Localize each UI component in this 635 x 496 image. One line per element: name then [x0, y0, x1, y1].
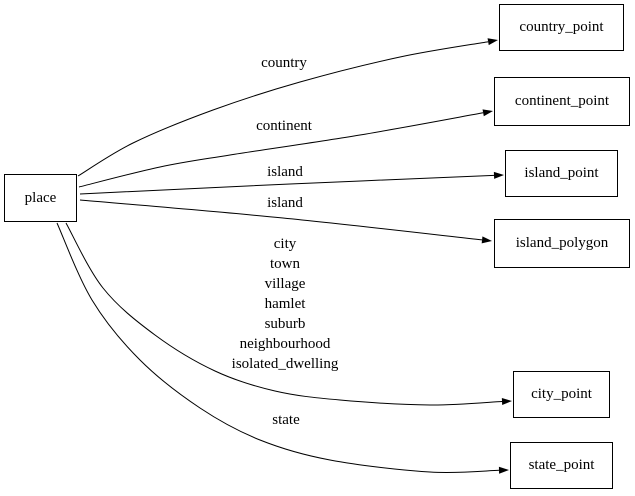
arrowhead-icon-state_point — [498, 466, 509, 474]
edge-place-to-country_point — [77, 41, 489, 177]
node-label-place: place — [24, 189, 57, 206]
edge-label-place-to-city_point: city town village hamlet suburb neighbou… — [231, 236, 339, 372]
arrowhead-icon-continent_point — [482, 109, 493, 117]
arrowhead-icon-country_point — [487, 38, 498, 46]
edge-label-place-to-continent_point: continent — [256, 118, 312, 134]
node-label-island_point: island_point — [524, 165, 599, 181]
arrowhead-icon-city_point — [501, 397, 512, 405]
edge-place-to-city_point — [65, 222, 503, 406]
node-label-continent_point: continent_point — [514, 93, 610, 109]
edge-label-place-to-country_point: country — [261, 55, 307, 71]
node-island_polygon: island_polygon — [494, 219, 630, 268]
node-city_point: city_point — [513, 371, 610, 418]
edge-label-place-to-island_polygon: island — [267, 195, 303, 211]
node-label-city_point: city_point — [531, 386, 592, 402]
node-label-state_point: state_point — [528, 457, 595, 473]
edge-place-to-island_point — [79, 174, 495, 195]
node-state_point: state_point — [510, 442, 613, 489]
edge-place-to-island_polygon — [79, 199, 483, 241]
arrowhead-icon-island_point — [493, 171, 504, 179]
node-island_point: island_point — [505, 150, 618, 197]
edge-label-place-to-state_point: state — [272, 412, 300, 428]
node-label-country_point: country_point — [519, 19, 604, 35]
node-country_point: country_point — [499, 4, 624, 51]
edge-place-to-state_point — [56, 222, 500, 474]
node-continent_point: continent_point — [494, 77, 630, 126]
node-place: place — [4, 174, 77, 222]
arrowhead-icon-island_polygon — [481, 236, 492, 244]
node-label-island_polygon: island_polygon — [515, 235, 609, 251]
edge-place-to-continent_point — [78, 112, 484, 188]
edge-label-place-to-island_point: island — [267, 164, 303, 180]
